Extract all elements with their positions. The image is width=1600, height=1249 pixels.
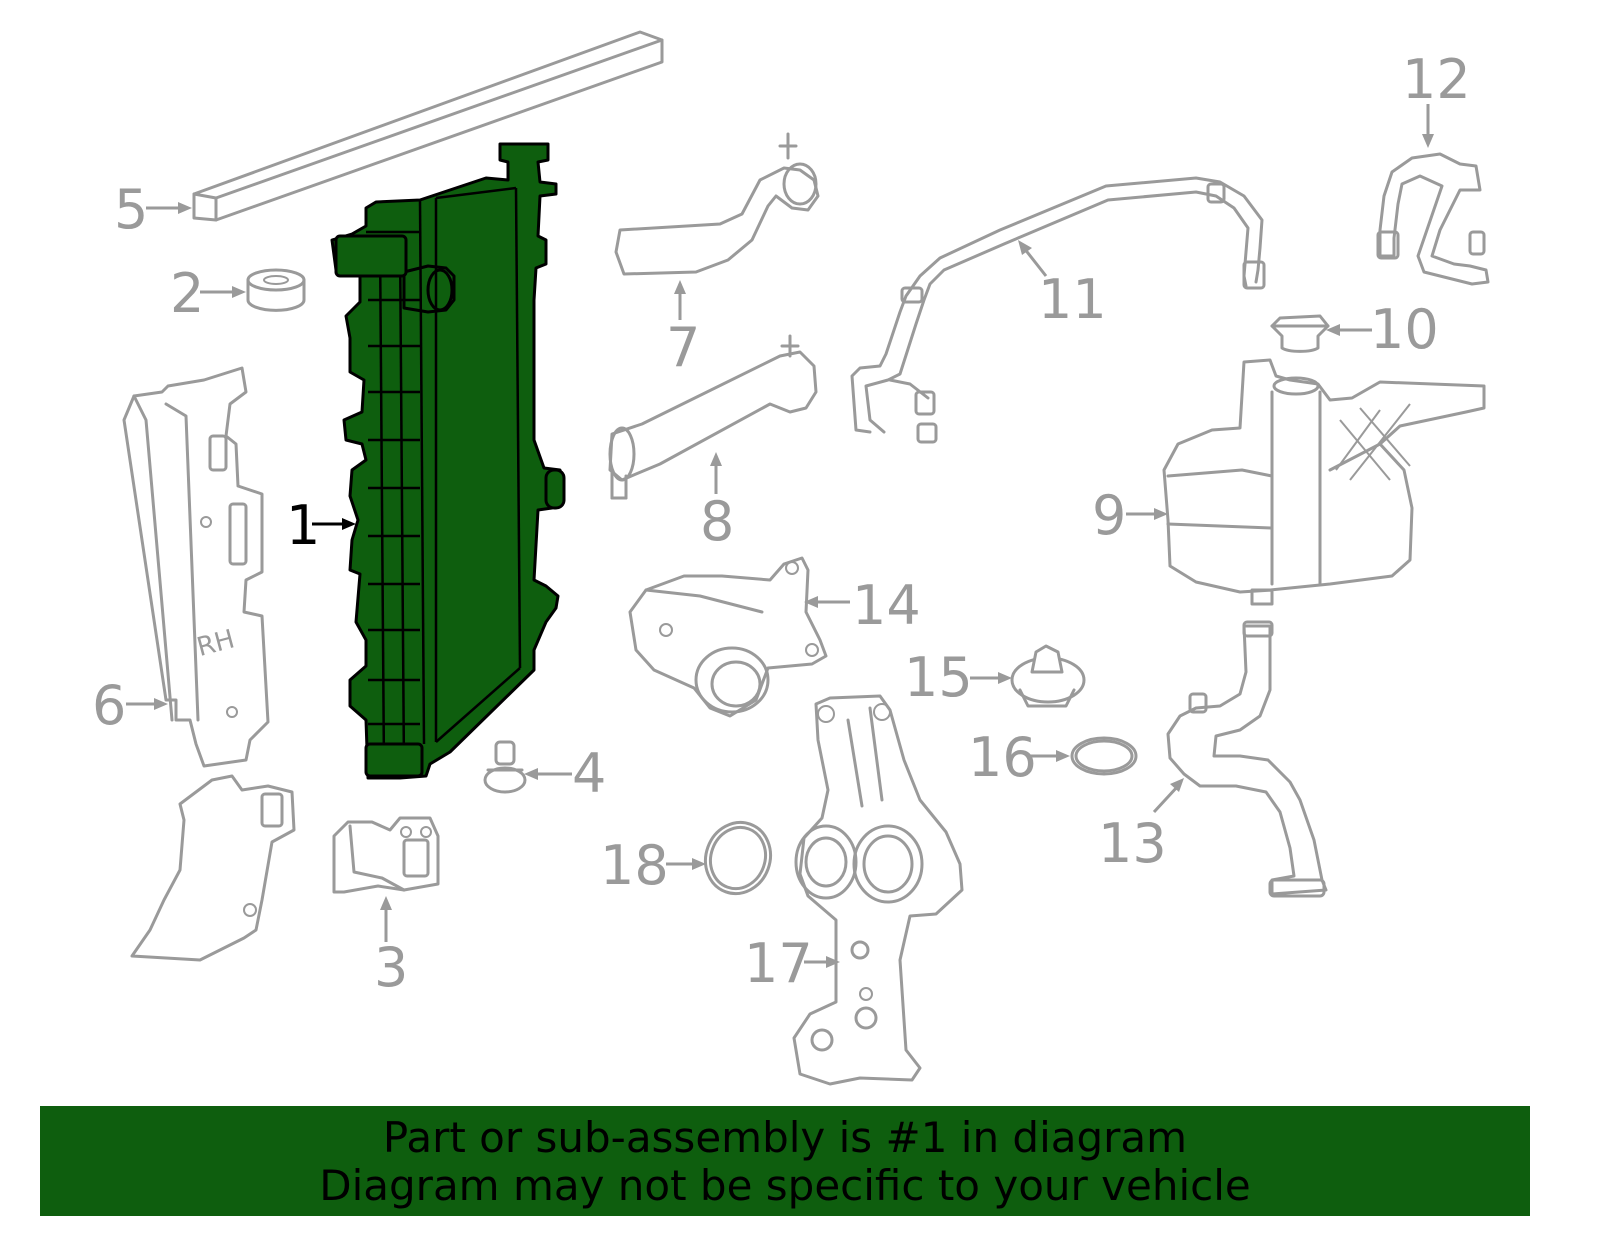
- callout-9[interactable]: 9: [1092, 484, 1126, 547]
- banner-line-1: Part or sub-assembly is #1 in diagram: [382, 1113, 1188, 1162]
- part-1-radiator[interactable]: [330, 142, 566, 780]
- callout-2[interactable]: 2: [170, 262, 204, 325]
- part-13-hose[interactable]: [1166, 620, 1328, 898]
- part-17-housing[interactable]: [792, 694, 964, 1086]
- part-16-o-ring[interactable]: [1070, 736, 1138, 776]
- callout-15[interactable]: 15: [904, 646, 973, 709]
- callout-8[interactable]: 8: [700, 490, 734, 553]
- part-5-seal-strip[interactable]: [192, 30, 664, 222]
- leader-arrows: [126, 104, 1434, 968]
- part-2-insulator[interactable]: [246, 268, 306, 312]
- callout-14[interactable]: 14: [852, 574, 921, 637]
- part-11-hose[interactable]: [850, 176, 1266, 444]
- callout-17[interactable]: 17: [744, 932, 813, 995]
- part-10-cap[interactable]: [1270, 314, 1330, 353]
- part-9-reservoir[interactable]: [1162, 358, 1486, 606]
- callout-5[interactable]: 5: [114, 178, 148, 241]
- callout-13[interactable]: 13: [1098, 812, 1167, 875]
- callout-1[interactable]: 1: [286, 494, 320, 557]
- part-7-upper-hose[interactable]: [614, 132, 820, 276]
- callout-7[interactable]: 7: [666, 316, 700, 379]
- part-3-bracket[interactable]: [332, 816, 440, 894]
- callout-4[interactable]: 4: [572, 742, 606, 805]
- part-12-hose[interactable]: [1376, 152, 1490, 286]
- callout-18[interactable]: 18: [600, 834, 669, 897]
- callout-16[interactable]: 16: [968, 726, 1037, 789]
- part-6-air-baffle[interactable]: RH: [122, 366, 296, 962]
- callout-12[interactable]: 12: [1402, 48, 1471, 111]
- part-18-o-ring[interactable]: [696, 813, 781, 903]
- callout-10[interactable]: 10: [1370, 298, 1439, 361]
- part-15-thermostat[interactable]: [1010, 644, 1086, 708]
- part-8-lower-hose[interactable]: [608, 334, 818, 500]
- callout-6[interactable]: 6: [92, 674, 126, 737]
- info-banner: Part or sub-assembly is #1 in diagram Di…: [40, 1106, 1530, 1216]
- banner-line-2: Diagram may not be specific to your vehi…: [319, 1161, 1251, 1210]
- part-4-bolt[interactable]: [483, 740, 527, 794]
- callout-11[interactable]: 11: [1038, 268, 1107, 331]
- part-14-housing[interactable]: [628, 556, 828, 718]
- callout-3[interactable]: 3: [374, 936, 408, 999]
